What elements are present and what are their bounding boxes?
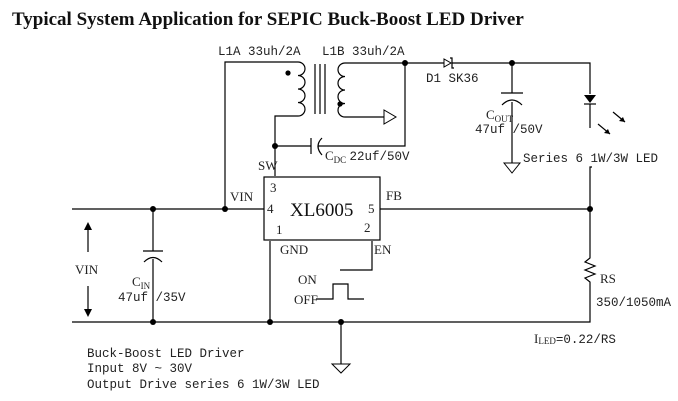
vin-label: VIN <box>75 262 99 277</box>
capacitor-cout <box>501 92 523 106</box>
junction-dot <box>150 206 156 212</box>
pin-5-number: 5 <box>368 201 375 216</box>
vin-indicator <box>84 222 92 317</box>
cout-value: 47uf /50V <box>475 123 543 137</box>
pin-fb-label: FB <box>386 188 402 203</box>
wire-gnd-rail <box>72 290 591 323</box>
junction-dot <box>509 60 515 66</box>
led-string <box>584 95 626 135</box>
polarity-dot <box>285 70 291 76</box>
rs-value: 350/1050mA <box>596 296 672 310</box>
pin-en-label: EN <box>374 242 392 257</box>
cout-label: COUT <box>486 107 514 124</box>
l1b-label: L1B 33uh/2A <box>322 45 405 59</box>
pin-sw-label: SW <box>258 158 278 173</box>
capacitor-cdc <box>310 137 323 156</box>
coupled-inductor <box>285 61 346 118</box>
wire-led-bot <box>589 166 592 247</box>
l1a-label: L1A 33uh/2A <box>218 45 301 59</box>
cap-plate-curved <box>317 137 323 156</box>
polarity-dot <box>337 101 343 107</box>
junction-dot <box>338 319 344 325</box>
wires <box>72 61 592 364</box>
pin-2-number: 2 <box>364 220 371 235</box>
cdc-label: CDC 22uf/50V <box>325 148 410 165</box>
wire-diode-led <box>452 62 591 94</box>
ground-icon <box>330 363 352 374</box>
led-diode-icon <box>584 95 596 103</box>
arrow-up-icon <box>84 222 92 230</box>
wire-l1a-sw <box>274 115 298 176</box>
note-line: Buck-Boost LED Driver <box>87 347 245 361</box>
junctions <box>150 60 593 325</box>
d1-label: D1 SK36 <box>426 72 479 86</box>
cap-plate-curved <box>501 99 523 106</box>
junction-dot <box>222 206 228 212</box>
junction-dot <box>402 60 408 66</box>
cin-label: CIN <box>132 274 151 291</box>
arrow-down-icon <box>84 309 92 317</box>
ground-arrow-icon <box>383 109 397 125</box>
diode-icon <box>443 58 453 68</box>
junction-dot <box>587 206 593 212</box>
junction-dot <box>150 319 156 325</box>
pin-gnd-label: GND <box>280 242 308 257</box>
enable-off-label: OFF <box>294 292 318 307</box>
chip-name: XL6005 <box>290 200 353 221</box>
note-line: Input 8V ~ 30V <box>87 362 193 376</box>
wire-en-pin <box>340 241 373 271</box>
diode-d1 <box>443 57 454 69</box>
capacitor-cin <box>143 250 163 263</box>
pin-4-number: 4 <box>267 201 274 216</box>
iled-formula: ILED=0.22/RS <box>534 331 616 347</box>
note-line: Output Drive series 6 1W/3W LED <box>87 378 320 392</box>
cin-value: 47uf /35V <box>118 291 186 305</box>
led-label: Series 6 1W/3W LED <box>523 152 658 166</box>
inductor-l1b-coil <box>337 62 346 118</box>
page-title: Typical System Application for SEPIC Buc… <box>12 9 524 30</box>
rs-label: RS <box>600 271 616 286</box>
enable-pulse <box>316 283 364 300</box>
light-arrowhead <box>619 117 625 122</box>
cap-plate-curved <box>143 256 163 263</box>
junction-dot <box>272 143 278 149</box>
light-arrowhead <box>604 129 610 134</box>
wire-cdc-out <box>318 63 406 147</box>
resistor-rs <box>583 247 597 290</box>
pin-1-number: 1 <box>276 222 283 237</box>
ground-icon <box>502 162 522 174</box>
inductor-l1a-coil <box>297 61 306 117</box>
enable-on-label: ON <box>298 272 317 287</box>
diode-cathode <box>450 57 454 69</box>
junction-dot <box>267 319 273 325</box>
chip-xl6005 <box>263 176 381 241</box>
pin-3-number: 3 <box>270 180 277 195</box>
pin-vin-label: VIN <box>230 189 254 204</box>
wire-vin-l1a <box>224 61 298 209</box>
